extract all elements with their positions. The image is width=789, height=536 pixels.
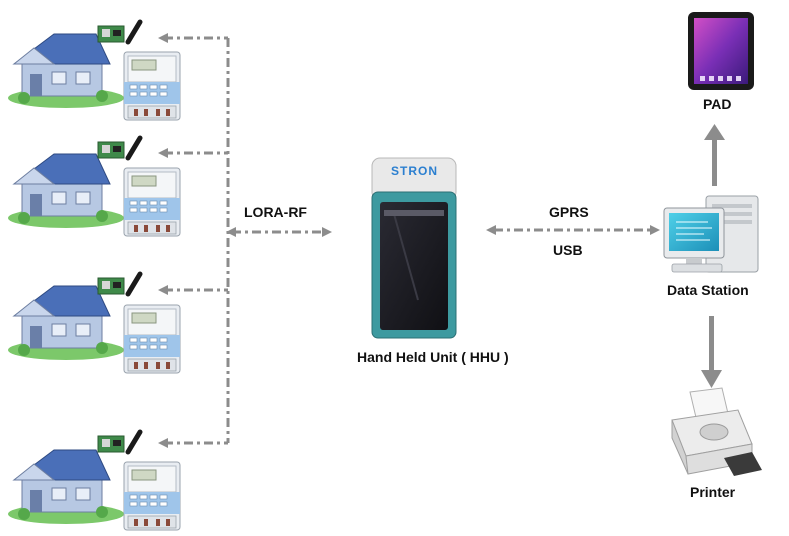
lora-rf-label: LORA-RF: [244, 204, 307, 220]
meter-site-1: [7, 22, 181, 121]
house-icon: [7, 285, 125, 361]
rf-module-icon: [98, 432, 140, 452]
house-icon: [7, 153, 125, 229]
printer-label: Printer: [690, 484, 736, 500]
hhu-brand-label: STRON: [391, 164, 438, 178]
meter-icon: [123, 51, 181, 121]
rf-module-icon: [98, 138, 140, 158]
solid-arrows: [701, 124, 725, 388]
arrow-to-printer-shaft: [709, 316, 714, 372]
data-station-label: Data Station: [667, 282, 749, 298]
connector-lines: [164, 36, 652, 445]
meter-icon: [123, 304, 181, 374]
rf-module-icon: [98, 274, 140, 294]
pad-label: PAD: [703, 96, 732, 112]
handheld-terminal-icon: [371, 157, 457, 339]
meter-icon: [123, 461, 181, 531]
arrow-to-pad-shaft: [712, 138, 717, 186]
arrowheads: [158, 33, 660, 448]
meter-site-3: [7, 274, 181, 374]
meter-site-2: [7, 138, 181, 237]
rf-module-icon: [98, 22, 140, 42]
house-icon: [7, 33, 125, 109]
printer-icon: [671, 387, 762, 476]
gprs-label: GPRS: [549, 204, 589, 220]
arrow-to-printer-head: [701, 370, 722, 388]
arrow-to-pad-head: [704, 124, 725, 140]
tablet-icon: [688, 12, 754, 90]
meter-site-4: [7, 432, 181, 531]
computer-icon: [663, 195, 759, 273]
meter-icon: [123, 167, 181, 237]
house-icon: [7, 449, 125, 525]
hhu-label: Hand Held Unit ( HHU ): [357, 349, 509, 365]
usb-label: USB: [553, 242, 583, 258]
